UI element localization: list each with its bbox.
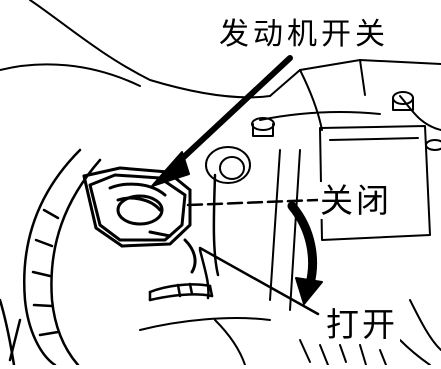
off-position-line (186, 198, 320, 207)
housing-outline (0, 0, 441, 311)
wire-harness (148, 173, 220, 302)
on-position-line (198, 246, 320, 316)
off-position-label: 关闭 (318, 181, 394, 220)
lower-engine (139, 299, 441, 366)
switch-body (82, 166, 197, 274)
wheel-guard (0, 148, 102, 367)
on-position-label: 打开 (324, 305, 400, 344)
rotation-arrow (287, 201, 323, 305)
grommet (205, 146, 251, 184)
pointer-arrow (151, 55, 293, 187)
engine-switch-label: 发动机开关 (219, 17, 389, 52)
bolts (251, 91, 441, 151)
